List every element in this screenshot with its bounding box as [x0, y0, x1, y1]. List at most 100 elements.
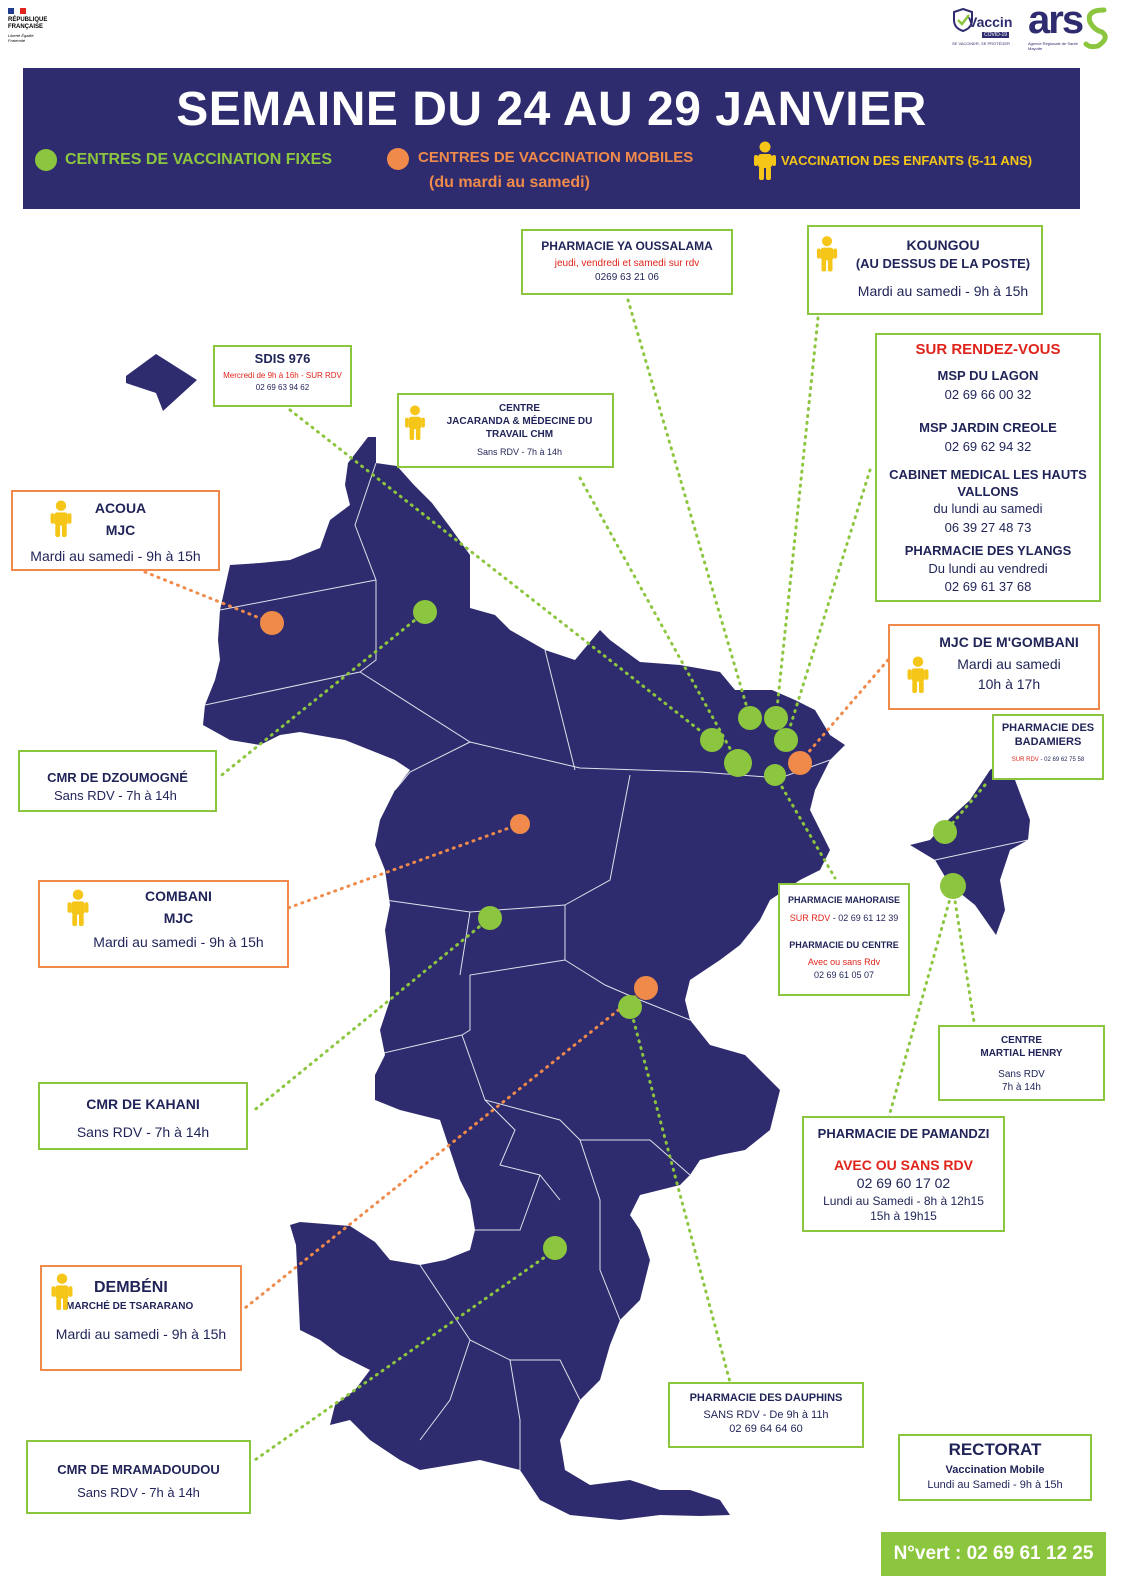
- msp-lagon: MSP DU LAGON: [937, 368, 1039, 383]
- box-title: PHARMACIE DE PAMANDZI: [817, 1126, 990, 1141]
- green-dot-icon: [618, 995, 642, 1019]
- leader-kahani: [250, 916, 492, 1114]
- green-dot-icon: [738, 706, 762, 730]
- box-phone: 02 69 64 64 60: [729, 1423, 803, 1435]
- box-title: CENTRE: [498, 403, 541, 414]
- box-acoua-mjc: ACOUA MJC Mardi au samedi - 9h à 15h: [11, 490, 220, 571]
- box-pharmacie-yaoussalama: PHARMACIE YA OUSSALAMA jeudi, vendredi e…: [521, 229, 733, 295]
- box-rdv-line: SUR RDV - 02 69 61 12 39: [780, 913, 908, 923]
- legend-mobile: CENTRES DE VACCINATION MOBILES: [418, 149, 694, 166]
- box-subtitle: (AU DESSUS DE LA POSTE): [855, 256, 1031, 271]
- box-note: SUR RDV: [789, 913, 831, 923]
- box-phone: 0269 63 21 06: [595, 272, 659, 283]
- leader-dauphins: [628, 1005, 732, 1384]
- leader-koungou: [774, 316, 820, 720]
- green-dot-icon: [933, 820, 957, 844]
- box-phone: - 02 69 62 75 58: [1038, 757, 1085, 763]
- box-phone: - 02 69 61 12 39: [830, 913, 899, 923]
- box-title-line2: JACARANDA & MÉDECINE DU: [446, 416, 593, 427]
- box-title: CENTRE: [1000, 1035, 1043, 1046]
- green-dot-icon: [700, 728, 724, 752]
- box-combani-mjc: COMBANI MJC Mardi au samedi - 9h à 15h: [38, 880, 289, 968]
- covid-tag: COVID-19: [982, 32, 1010, 38]
- box-subtitle: MARCHÉ DE TSARARANO: [66, 1301, 194, 1312]
- box-rectorat: RECTORAT Vaccination Mobile Lundi au Sam…: [898, 1434, 1092, 1501]
- ylangs-name: PHARMACIE DES YLANGS: [904, 543, 1072, 558]
- leader-mramadoudou: [250, 1248, 557, 1464]
- box-pharmacie-dauphins: PHARMACIE DES DAUPHINS SANS RDV - De 9h …: [668, 1382, 864, 1448]
- numero-vert-banner: N°vert : 02 69 61 12 25: [881, 1532, 1106, 1576]
- box-hours: Lundi au Samedi - 8h à 12h15: [823, 1194, 984, 1208]
- box-note: Sans RDV: [998, 1069, 1045, 1080]
- leader-lines: [143, 298, 987, 1464]
- box-dembeni: DEMBÉNI MARCHÉ DE TSARARANO Mardi au sam…: [40, 1265, 242, 1371]
- box-title: CMR DE DZOUMOGNÉ: [47, 770, 188, 785]
- legend-mobile-note: (du mardi au samedi): [429, 174, 590, 191]
- orange-dot-icon: [260, 611, 284, 635]
- box-hours: Sans RDV - 7h à 14h: [77, 1485, 200, 1500]
- cabinet-name-line2: VALLONS: [957, 484, 1019, 499]
- box-title: DEMBÉNI: [94, 1279, 168, 1296]
- ars-logo: ars Agence Régionale de Santé Mayotte: [1028, 0, 1118, 54]
- box-hours: 10h à 17h: [977, 676, 1041, 692]
- green-dot-icon: [478, 906, 502, 930]
- green-dot-icon: [35, 149, 57, 171]
- location-dots: [260, 600, 966, 1260]
- box-hours: 7h à 14h: [1002, 1082, 1041, 1093]
- box-subtitle: MJC: [105, 522, 136, 538]
- leader-pamandzi: [886, 886, 955, 1122]
- box-title: KOUNGOU: [906, 237, 980, 253]
- box-note: jeudi, vendredi et samedi sur rdv: [554, 258, 700, 269]
- leader-acoua: [143, 570, 274, 625]
- box-cmr-dzoumogne: CMR DE DZOUMOGNÉ Sans RDV - 7h à 14h: [18, 750, 217, 812]
- leader-jacaranda: [578, 476, 740, 765]
- box-rdv-line: SUR RDV - 02 69 62 75 58: [994, 757, 1102, 763]
- box-phone: 02 69 63 94 62: [255, 383, 310, 392]
- rf-label: RÉPUBLIQUE FRANÇAISE: [8, 17, 48, 30]
- vaccin-word: Vaccin: [968, 14, 1013, 30]
- shield-check-icon: [953, 8, 973, 32]
- msp-jardin-phone: 02 69 62 94 32: [944, 439, 1032, 454]
- box-title-line2: BADAMIERS: [1014, 736, 1082, 748]
- green-dot-icon: [764, 706, 788, 730]
- box-note: Mercredi de 9h à 16h - SUR RDV: [223, 371, 342, 380]
- msp-jardin: MSP JARDIN CREOLE: [919, 420, 1057, 435]
- green-dot-icon: [413, 600, 437, 624]
- box-title: CMR DE MRAMADOUDOU: [57, 1462, 220, 1477]
- box-cmr-mramadoudou: CMR DE MRAMADOUDOU Sans RDV - 7h à 14h: [26, 1440, 251, 1514]
- green-dot-icon: [724, 749, 752, 777]
- box-cmr-kahani: CMR DE KAHANI Sans RDV - 7h à 14h: [38, 1082, 248, 1150]
- box-note-centre: Avec ou sans Rdv: [807, 957, 881, 967]
- leader-mahoraise: [773, 773, 837, 880]
- box-subtitle: MJC: [163, 910, 194, 926]
- vaccin-tagline: SE VACCINER, SE PROTÉGER: [952, 41, 1010, 46]
- cabinet-days: du lundi au samedi: [933, 501, 1043, 516]
- box-phone-centre: 02 69 61 05 07: [813, 970, 875, 980]
- grande-terre: [203, 437, 845, 1520]
- rdv-header: SUR RENDEZ-VOUS: [915, 341, 1061, 358]
- box-koungou: KOUNGOU (AU DESSUS DE LA POSTE) Mardi au…: [807, 225, 1043, 315]
- green-dot-icon: [774, 728, 798, 752]
- box-hours: Sans RDV - 7h à 14h: [76, 1124, 210, 1140]
- box-title: PHARMACIE MAHORAISE: [787, 895, 900, 905]
- petite-terre: [910, 760, 1030, 935]
- leader-rdv: [784, 468, 872, 742]
- cabinet-name: CABINET MEDICAL LES HAUTS: [889, 467, 1087, 482]
- islet-north: [126, 354, 197, 411]
- republique-francaise-logo: RÉPUBLIQUE FRANÇAISE Liberté Égalité Fra…: [8, 8, 68, 58]
- box-pharmacie-pamandzi: PHARMACIE DE PAMANDZI AVEC OU SANS RDV 0…: [802, 1116, 1005, 1232]
- box-hours-pm: 15h à 19h15: [870, 1209, 937, 1223]
- legend-children: VACCINATION DES ENFANTS (5-11 ANS): [781, 153, 1033, 168]
- box-pharmacie-mahoraise: PHARMACIE MAHORAISE SUR RDV - 02 69 61 1…: [778, 883, 910, 996]
- box-hours: Sans RDV - 7h à 14h: [476, 447, 563, 457]
- box-pharmacie-badamiers: PHARMACIE DES BADAMIERS SUR RDV - 02 69 …: [992, 714, 1104, 780]
- box-subtitle: Vaccination Mobile: [945, 1464, 1045, 1476]
- header-banner: SEMAINE DU 24 AU 29 JANVIER CENTRES DE V…: [23, 68, 1080, 209]
- rf-motto: Liberté Égalité Fraternité: [8, 33, 34, 43]
- box-hours: Mardi au samedi - 9h à 15h: [30, 548, 201, 564]
- cabinet-phone: 06 39 27 48 73: [944, 520, 1032, 535]
- box-title-line2: MARTIAL HENRY: [980, 1048, 1063, 1059]
- box-title: CMR DE KAHANI: [86, 1096, 200, 1112]
- box-hours: Mardi au samedi - 9h à 15h: [55, 1326, 227, 1342]
